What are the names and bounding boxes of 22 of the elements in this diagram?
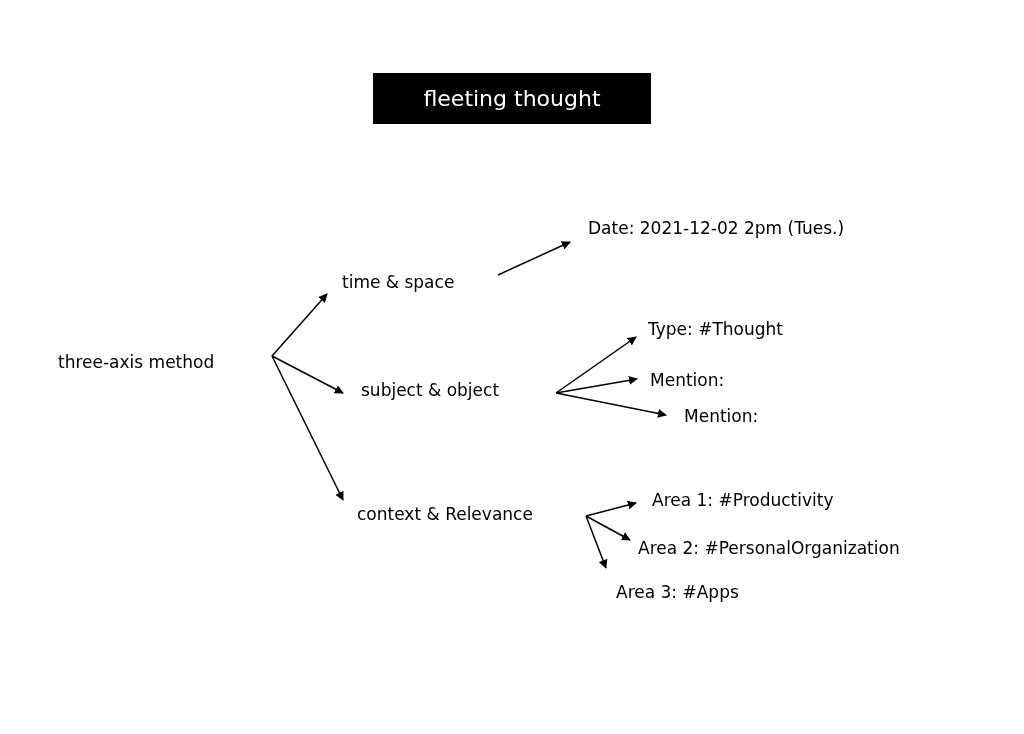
arrow (585, 515, 631, 541)
node-label: three-axis method (58, 350, 215, 374)
node-label: Area 3: #Apps (616, 580, 739, 604)
arrow (497, 241, 571, 276)
title-banner: fleeting thought (373, 73, 651, 124)
arrow (271, 355, 344, 394)
node-label: subject & object (361, 378, 500, 402)
node-label: context & Relevance (357, 502, 533, 526)
node-label: Date: 2021-12-02 2pm (Tues.) (588, 216, 845, 240)
arrow (555, 392, 667, 418)
arrow (585, 500, 637, 517)
arrow (555, 375, 638, 394)
node-label: Area 2: #PersonalOrganization (638, 536, 900, 560)
arrow (271, 355, 344, 501)
node-label: Area 1: #Productivity (652, 488, 834, 512)
arrow (271, 293, 328, 357)
node-label: Mention: (650, 368, 725, 392)
arrow (555, 336, 637, 394)
node-label: Mention: (684, 404, 759, 428)
node-label: Type: #Thought (648, 317, 783, 341)
arrow (585, 515, 608, 569)
node-label: time & space (342, 270, 455, 294)
